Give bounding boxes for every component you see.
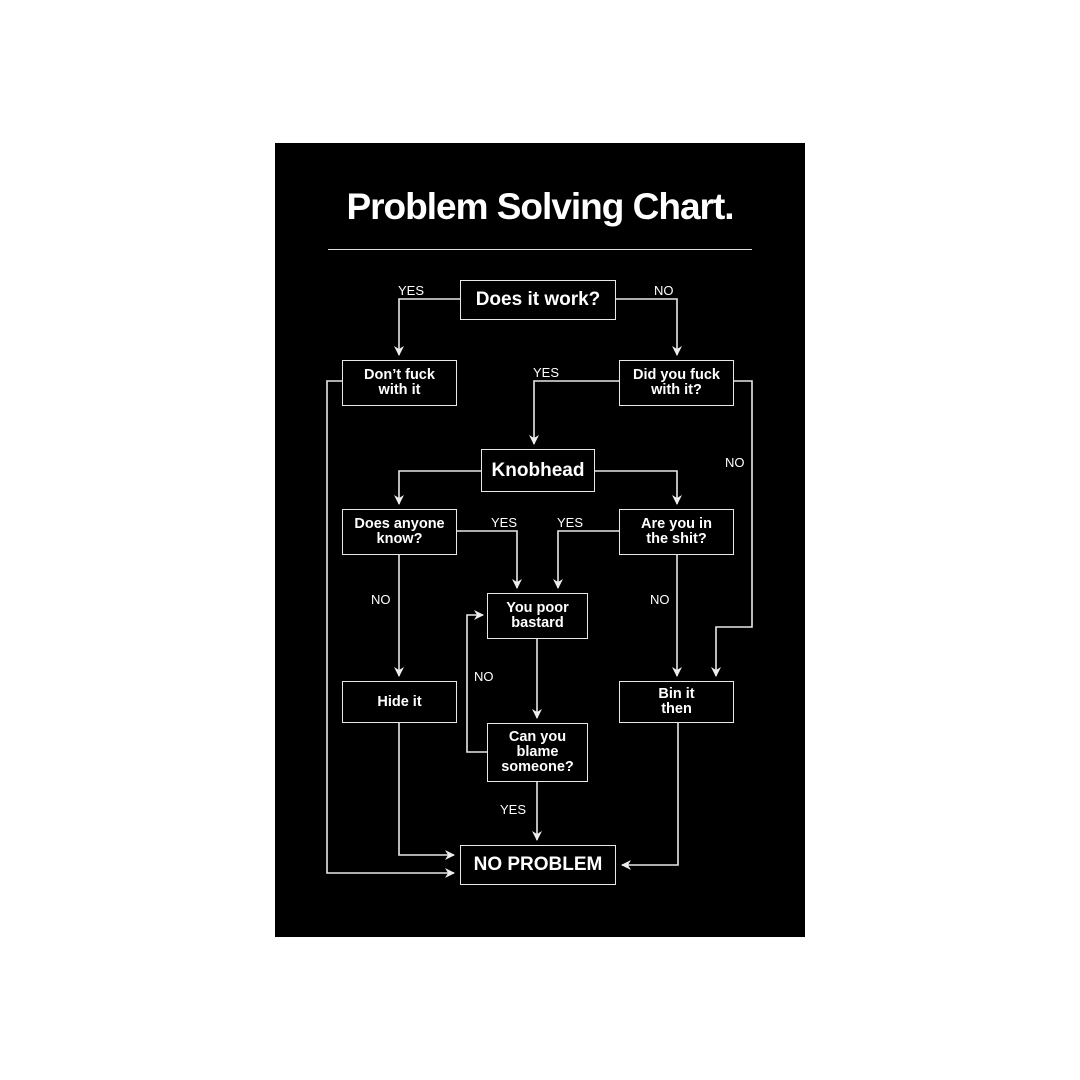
- edge-bin: [621, 722, 679, 870]
- edge-know-yes: [456, 530, 522, 589]
- label-work-yes: YES: [398, 283, 425, 298]
- label-work-no: NO: [654, 283, 674, 298]
- label-touch-no: NO: [725, 455, 745, 470]
- label-blame-no: NO: [474, 669, 494, 684]
- title-divider: [328, 249, 752, 250]
- label-know-yes: YES: [491, 515, 518, 530]
- node-blame-someone: Can you blame someone?: [487, 723, 588, 782]
- edge-dont-touch: [326, 380, 455, 878]
- poster-background: [275, 143, 805, 937]
- edge-work-yes: [394, 298, 460, 356]
- node-did-you-touch: Did you fuck with it?: [619, 360, 734, 406]
- node-does-anyone-know: Does anyone know?: [342, 509, 457, 555]
- chart-title: Problem Solving Chart.: [346, 186, 734, 227]
- edge-touch-no: [711, 380, 753, 677]
- node-knobhead: Knobhead: [481, 449, 595, 492]
- edge-work-no: [616, 298, 682, 356]
- node-hide-it: Hide it: [342, 681, 457, 723]
- label-touch-yes: YES: [533, 365, 560, 380]
- edge-hide: [398, 722, 455, 860]
- node-poor-bastard: You poor bastard: [487, 593, 588, 639]
- node-does-it-work: Does it work?: [460, 280, 616, 320]
- node-dont-touch: Don’t fuck with it: [342, 360, 457, 406]
- node-no-problem: NO PROBLEM: [460, 845, 616, 885]
- edge-touch-yes: [529, 380, 619, 445]
- label-blame-yes: YES: [500, 802, 527, 817]
- edge-blame-no: [466, 610, 487, 753]
- edge-shit-yes: [553, 530, 619, 589]
- edge-knobhead-left: [394, 470, 481, 505]
- edge-knobhead-right: [595, 470, 682, 505]
- label-shit-no: NO: [650, 592, 670, 607]
- label-shit-yes: YES: [557, 515, 584, 530]
- label-know-no: NO: [371, 592, 391, 607]
- node-bin-it: Bin it then: [619, 681, 734, 723]
- node-in-the-shit: Are you in the shit?: [619, 509, 734, 555]
